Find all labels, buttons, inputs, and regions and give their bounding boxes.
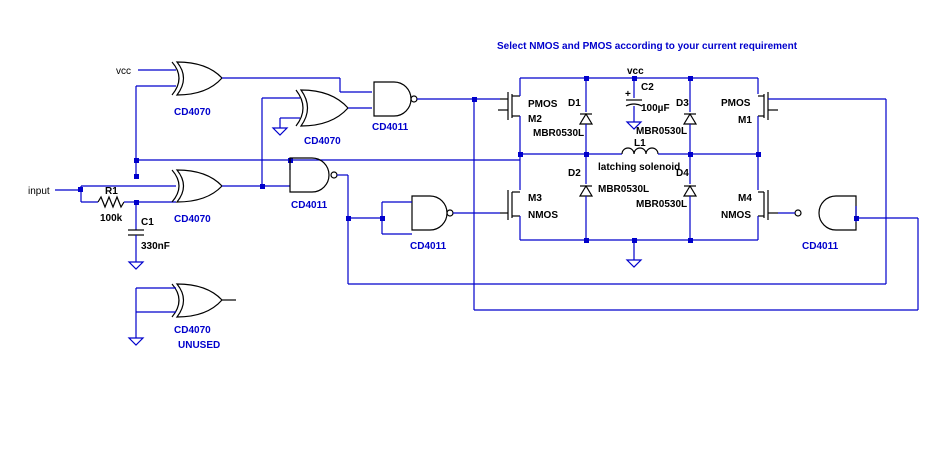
d1-part: MBR0530L <box>533 128 584 139</box>
nand-top-label: CD4011 <box>372 122 409 133</box>
c2-value: 100µF <box>641 103 670 114</box>
xor-gate-bottom <box>171 169 223 203</box>
m4-ref: M4 <box>738 193 752 204</box>
d2-part: MBR0530L <box>598 184 649 195</box>
m3-type: NMOS <box>528 210 558 221</box>
d3-part: MBR0530L <box>636 126 687 137</box>
d1-ref: D1 <box>568 98 581 109</box>
xor-gate-unused <box>171 283 236 318</box>
c2-ref: C2 <box>641 82 654 93</box>
m2-ref: M2 <box>528 114 542 125</box>
resistor-r1 <box>97 195 125 209</box>
nand-gate-top <box>373 81 418 117</box>
nand-gate-mid <box>289 157 338 193</box>
vcc-bridge-label: vcc <box>627 66 644 77</box>
d4-part: MBR0530L <box>636 199 687 210</box>
nand-right-label: CD4011 <box>802 241 839 252</box>
xor-unused-label: CD4070 <box>174 325 211 336</box>
l1-value: latching solenoid <box>598 162 680 173</box>
nand-mid-label: CD4011 <box>291 200 328 211</box>
r1-value: 100k <box>100 213 123 224</box>
xor-top-label: CD4070 <box>174 107 211 118</box>
nand-gate-low <box>411 195 454 231</box>
m2-type: PMOS <box>528 99 558 110</box>
xor-mid-label: CD4070 <box>304 136 341 147</box>
d2-ref: D2 <box>568 168 581 179</box>
d4-ref: D4 <box>676 168 689 179</box>
xor-bottom-label: CD4070 <box>174 214 211 225</box>
h-bridge: vcc + C2 100µF PMOS M2 D1 MBR0530L <box>498 66 887 284</box>
xor-gate-mid <box>295 89 349 127</box>
l1-ref: L1 <box>634 138 646 149</box>
c1-ref: C1 <box>141 217 154 228</box>
nand-gate-right <box>794 195 857 231</box>
xor-gate-top <box>171 61 223 96</box>
m1-type: PMOS <box>721 98 751 109</box>
requirement-note: Select NMOS and PMOS according to your c… <box>497 41 798 52</box>
ground-symbol <box>127 261 145 270</box>
capacitor-c1 <box>128 229 144 236</box>
nand-low-label: CD4011 <box>410 241 447 252</box>
m4-type: NMOS <box>721 210 751 221</box>
c1-value: 330nF <box>141 241 170 252</box>
m1-ref: M1 <box>738 115 752 126</box>
input-rc-network: input R1 100k C1 330nF <box>28 185 176 270</box>
input-label: input <box>28 186 50 197</box>
m3-ref: M3 <box>528 193 542 204</box>
c2-polarity: + <box>625 89 631 100</box>
d3-ref: D3 <box>676 98 689 109</box>
unused-note: UNUSED <box>178 340 220 351</box>
r1-ref: R1 <box>105 186 118 197</box>
vcc-left-label: vcc <box>116 66 131 77</box>
